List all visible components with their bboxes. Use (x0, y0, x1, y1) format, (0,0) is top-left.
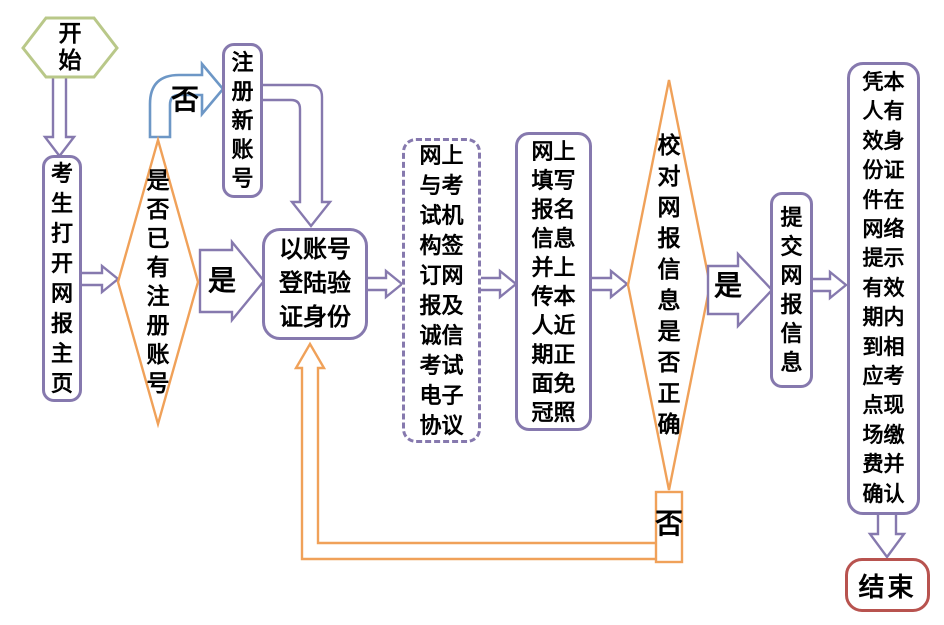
node-submit-info: 提交网报信息 (770, 192, 813, 388)
decision-verify-info-diamond (626, 79, 712, 491)
start-hexagon (21, 16, 119, 79)
yes-arrow-to-login (198, 238, 266, 324)
decision-has-account-diamond (116, 135, 200, 429)
node-sign-agreement: 网上与考试机构签订网报及诚信考试电子协议 (402, 138, 481, 443)
loop-no-band (293, 341, 674, 561)
loop-no-rect (654, 490, 684, 564)
yes-arrow-to-submit (706, 250, 774, 330)
decision-has-account-label: 是否已有注册账号 (146, 168, 170, 396)
no-branch-curved-arrow (148, 60, 225, 139)
label-yes-submit: 是 (714, 271, 743, 302)
arrow-login-to-agreement (362, 268, 404, 300)
node-onsite-pay-confirm: 凭本人有效身份证件在网络提示有效期内到相应考点现场缴费并确认 (847, 62, 920, 515)
label-no-register: 否 (171, 85, 200, 116)
decision-verify-info-label: 校对网报信息是否正确 (657, 133, 681, 437)
arrow-fill-to-check (586, 268, 629, 300)
arrow-open-to-decision (78, 263, 120, 295)
node-login-verify: 以账号登陆验证身份 (262, 228, 368, 340)
node-register-new-account: 注册新账号 (222, 43, 263, 198)
start-label: 开始 (58, 21, 82, 73)
label-no-recheck: 否 (655, 509, 684, 540)
arrow-submit-to-onsite (808, 269, 848, 301)
connector-register-to-login (257, 83, 333, 228)
label-yes-login: 是 (208, 266, 237, 297)
arrow-start-to-open (42, 72, 77, 158)
node-end: 结束 (845, 558, 930, 612)
node-fill-info-upload-photo: 网上填写报名信息并上传本人近期正面免冠照 (515, 132, 592, 431)
arrow-agreement-to-fill (476, 268, 518, 300)
node-open-homepage: 考生打开网报主页 (42, 155, 82, 402)
